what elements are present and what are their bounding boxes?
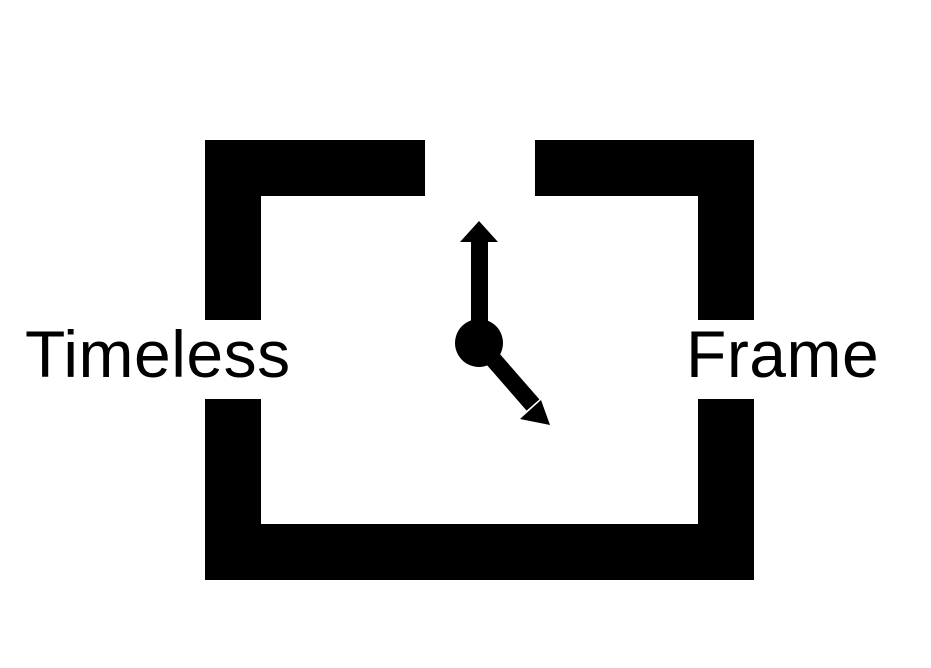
frame-icon [205, 140, 754, 580]
clock-center-pivot [455, 319, 503, 367]
brand-word-right: Frame [686, 317, 880, 391]
frame-left-upper-post [205, 140, 261, 320]
clock-hands-icon [455, 221, 550, 425]
frame-bottom-bar [205, 524, 754, 580]
clock-minute-hand [471, 238, 488, 344]
clock-minute-hand-arrowhead [460, 221, 498, 242]
frame-right-upper-post [698, 140, 754, 320]
clock-hour-hand-arrowhead [520, 400, 550, 425]
brand-word-left: Timeless [25, 317, 291, 391]
